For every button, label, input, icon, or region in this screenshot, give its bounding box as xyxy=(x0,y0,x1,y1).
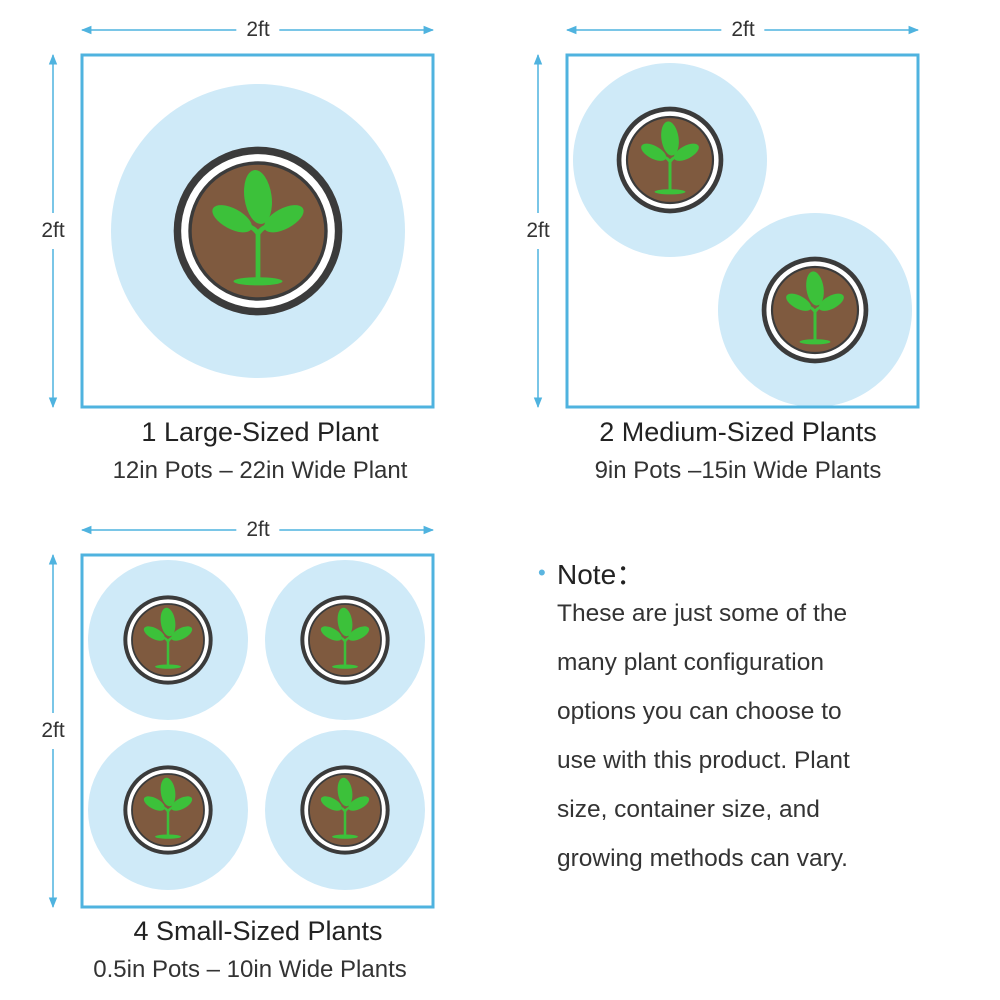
height-label-panel-1: 2ft xyxy=(41,213,65,249)
stem xyxy=(657,153,683,192)
leaf-center xyxy=(661,121,679,156)
ground xyxy=(155,834,181,839)
panel-1-title: 1 Large-Sized Plant xyxy=(141,417,379,447)
leaf-left xyxy=(320,626,342,641)
note-line: use with this product. Plant xyxy=(557,747,850,774)
stem xyxy=(802,303,828,342)
panel-3-title: 4 Small-Sized Plants xyxy=(133,916,383,946)
stem xyxy=(157,634,179,667)
seedling-icon xyxy=(143,777,193,839)
note-line: options you can choose to xyxy=(557,698,842,725)
stem xyxy=(334,634,356,667)
ground xyxy=(332,664,358,669)
plant-pot xyxy=(173,146,343,316)
width-label-panel-1: 2ft xyxy=(236,18,280,42)
panel-1-subtitle: 12in Pots – 22in Wide Plant xyxy=(112,457,408,484)
leaf-left xyxy=(143,796,165,811)
leaf-center xyxy=(160,607,176,637)
leaf-center xyxy=(806,271,824,306)
note-line: many plant configuration xyxy=(557,649,824,676)
panel-2-subtitle: 9in Pots –15in Wide Plants xyxy=(594,457,882,484)
leaf-left xyxy=(786,293,812,311)
seedling-icon xyxy=(320,777,370,839)
leaf-right xyxy=(818,293,844,311)
leaf-right xyxy=(171,626,193,641)
plant-pot xyxy=(300,595,390,685)
leaf-right xyxy=(171,796,193,811)
width-label-panel-2: 2ft xyxy=(721,18,765,42)
ground xyxy=(654,189,686,195)
ground xyxy=(332,834,358,839)
leaf-left xyxy=(143,626,165,641)
ground xyxy=(799,339,831,345)
panel-3-subtitle: 0.5in Pots – 10in Wide Plants xyxy=(93,956,407,983)
note-line: These are just some of the xyxy=(557,600,848,627)
leaf-right xyxy=(348,796,370,811)
plant-pot xyxy=(761,256,869,364)
grow-area-frame xyxy=(80,553,435,909)
note-line: growing methods can vary. xyxy=(557,845,848,872)
panel-2-title: 2 Medium-Sized Plants xyxy=(599,417,877,447)
leaf-right xyxy=(264,205,304,233)
stem xyxy=(334,804,356,837)
leaf-left xyxy=(320,796,342,811)
leaf-center xyxy=(244,169,272,225)
leaf-center xyxy=(337,607,353,637)
leaf-right xyxy=(348,626,370,641)
seedling-icon xyxy=(641,121,699,195)
leaf-center xyxy=(160,777,176,807)
ground xyxy=(233,277,283,286)
grow-area-frame xyxy=(80,53,435,409)
plant-pot xyxy=(300,765,390,855)
height-label-panel-2: 2ft xyxy=(526,213,550,249)
width-label-panel-3: 2ft xyxy=(236,518,280,542)
leaf-left xyxy=(212,205,252,233)
stem xyxy=(157,804,179,837)
seedling-icon xyxy=(143,607,193,669)
seedling-icon xyxy=(320,607,370,669)
leaf-right xyxy=(673,143,699,161)
note-heading: Note： xyxy=(557,559,645,590)
seedling-icon xyxy=(786,271,844,345)
stem xyxy=(237,220,279,282)
seedling-icon xyxy=(212,169,304,286)
leaf-center xyxy=(337,777,353,807)
height-label-panel-3: 2ft xyxy=(41,713,65,749)
note-line: size, container size, and xyxy=(557,796,820,823)
ground xyxy=(155,664,181,669)
note-bullet-icon: • xyxy=(538,560,546,585)
plant-pot xyxy=(616,106,724,214)
leaf-left xyxy=(641,143,667,161)
plant-pot xyxy=(123,595,213,685)
plant-pot xyxy=(123,765,213,855)
grow-area-frame xyxy=(565,53,920,409)
